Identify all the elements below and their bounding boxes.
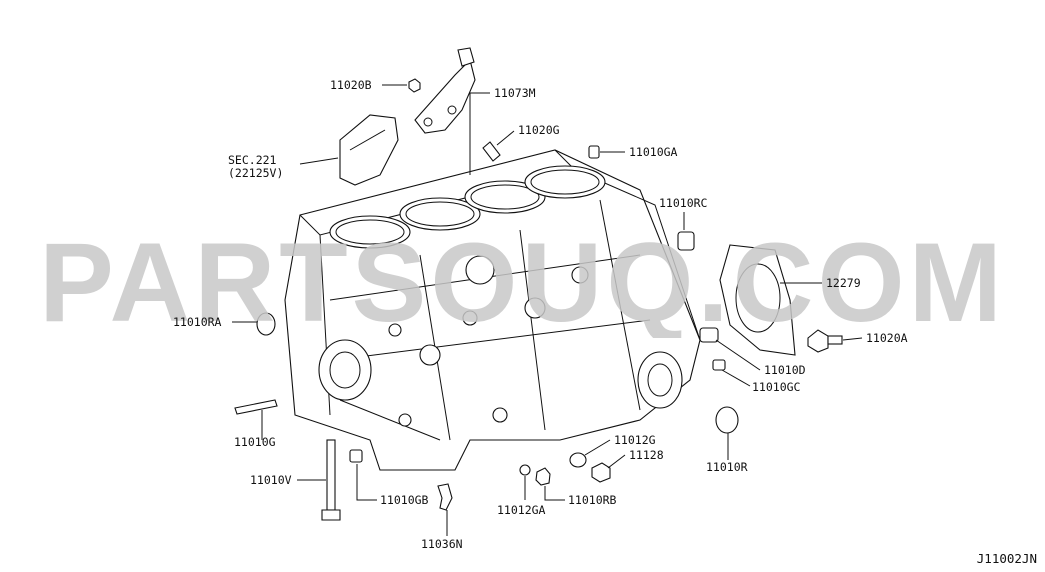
part-12279-retainer xyxy=(719,244,796,356)
part-22125V-cover xyxy=(339,114,399,186)
part-11036N-jet xyxy=(437,483,453,511)
label-sec221[interactable]: SEC.221 (22125V) xyxy=(228,153,284,180)
part-11012GA-oring xyxy=(519,464,531,476)
watermark: PARTSOUQ.COM xyxy=(39,228,1006,338)
label-11036N[interactable]: 11036N xyxy=(421,537,463,551)
diagram-code: J11002JN xyxy=(976,551,1037,566)
label-11128[interactable]: 11128 xyxy=(629,448,664,462)
label-11010R[interactable]: 11010R xyxy=(706,460,748,474)
part-11010G-pin xyxy=(234,399,278,415)
part-11128-plug xyxy=(591,462,611,483)
cylinder-block xyxy=(284,149,701,471)
label-11010RB[interactable]: 11010RB xyxy=(568,493,617,507)
label-11010D[interactable]: 11010D xyxy=(764,363,806,377)
label-11010RA[interactable]: 11010RA xyxy=(173,315,222,329)
label-11020G[interactable]: 11020G xyxy=(518,123,560,137)
part-11010GC-dowel xyxy=(712,359,726,371)
label-11010G[interactable]: 11010G xyxy=(234,435,276,449)
part-11010RB-plug xyxy=(535,467,551,486)
part-11010D-dowel xyxy=(699,327,719,343)
part-11020B-nut xyxy=(408,78,421,93)
part-11020A-bolt xyxy=(807,329,843,353)
label-11020B[interactable]: 11020B xyxy=(330,78,372,92)
label-12279[interactable]: 12279 xyxy=(826,276,861,290)
label-11012GA[interactable]: 11012GA xyxy=(497,503,546,517)
label-11010GB[interactable]: 11010GB xyxy=(380,493,429,507)
leader-lines xyxy=(232,84,863,536)
label-11010GC[interactable]: 11010GC xyxy=(752,380,801,394)
label-11020A[interactable]: 11020A xyxy=(866,331,908,345)
part-11010V-stud xyxy=(321,439,341,521)
part-11012G-oring xyxy=(569,452,587,468)
label-11073M[interactable]: 11073M xyxy=(494,86,536,100)
label-11010V[interactable]: 11010V xyxy=(250,473,292,487)
label-11010GA[interactable]: 11010GA xyxy=(629,145,678,159)
part-11010RA-plug xyxy=(256,312,276,336)
part-11010R-plug xyxy=(715,406,739,434)
part-11010GB-dowel xyxy=(349,449,363,463)
part-11010RC-plug xyxy=(677,231,695,251)
label-11012G[interactable]: 11012G xyxy=(614,433,656,447)
part-11020G-stud xyxy=(482,141,501,162)
part-11010GA-dowel xyxy=(588,145,600,159)
part-11073M-bracket xyxy=(414,47,476,134)
label-11010RC[interactable]: 11010RC xyxy=(659,196,708,210)
